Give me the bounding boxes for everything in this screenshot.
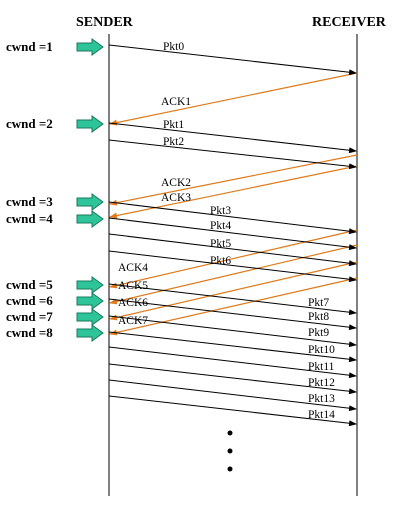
ack-label: ACK3	[161, 192, 191, 204]
ack-arrow	[109, 154, 358, 206]
packet-arrows: Pkt0Pkt1Pkt2Pkt3Pkt4Pkt5Pkt6Pkt7Pkt8Pkt9…	[108, 41, 357, 427]
ack-arrow	[109, 244, 358, 305]
cwnd-arrow-icon	[76, 324, 104, 342]
packet-arrow	[108, 331, 357, 363]
packet-arrow	[108, 363, 357, 395]
cwnd-label: cwnd =8	[6, 325, 53, 340]
ack-label: ACK1	[161, 96, 191, 108]
cwnd-label: cwnd =2	[6, 116, 53, 131]
continuation-dot	[227, 430, 233, 436]
packet-label: Pkt10	[308, 344, 335, 356]
sender-header: SENDER	[76, 15, 134, 30]
packet-label: Pkt4	[210, 220, 231, 232]
packet-label: Pkt0	[163, 41, 184, 53]
ack-label: ACK5	[118, 280, 148, 292]
ack-arrow	[109, 261, 358, 321]
ack-arrow	[109, 277, 358, 336]
ack-label: ACK7	[118, 315, 148, 327]
packet-label: Pkt12	[308, 377, 335, 389]
ack-arrow	[109, 229, 358, 289]
cwnd-arrow-icon	[76, 308, 104, 326]
cwnd-arrow-icon	[76, 210, 104, 228]
packet-arrow	[108, 139, 357, 170]
cwnd-arrow-icon	[76, 292, 104, 310]
packet-label: Pkt14	[308, 409, 335, 421]
ack-label: ACK2	[161, 177, 191, 189]
cwnd-arrow-icon	[76, 276, 104, 294]
packet-arrow	[108, 122, 357, 154]
packet-arrow	[108, 44, 357, 76]
cwnd-label: cwnd =7	[6, 309, 53, 324]
packet-arrow	[108, 298, 357, 331]
packet-arrow	[108, 283, 357, 316]
cwnd-label: cwnd =3	[6, 194, 53, 209]
continuation-dots	[227, 430, 233, 472]
packet-label: Pkt1	[163, 119, 184, 131]
packet-label: Pkt11	[308, 361, 335, 373]
continuation-dot	[227, 448, 233, 454]
cwnd-arrow-icon	[76, 38, 104, 56]
packet-label: Pkt8	[308, 311, 329, 323]
cwnd-arrow-icon	[76, 115, 104, 133]
ack-label: ACK4	[118, 262, 148, 274]
cwnd-label: cwnd =6	[6, 293, 53, 308]
cwnd-label: cwnd =1	[6, 39, 53, 54]
ack-arrow	[109, 72, 358, 126]
ack-label: ACK6	[118, 297, 148, 309]
packet-arrow	[108, 250, 357, 283]
packet-label: Pkt3	[210, 205, 231, 217]
packet-arrow	[108, 217, 357, 251]
packet-arrow	[108, 379, 357, 412]
ack-arrow	[109, 165, 358, 219]
packet-label: Pkt6	[210, 255, 231, 267]
packet-label: Pkt9	[308, 327, 329, 339]
packet-arrow	[108, 233, 357, 267]
cwnd-label: cwnd =5	[6, 277, 53, 292]
packet-label: Pkt5	[210, 238, 231, 250]
packet-label: Pkt13	[308, 393, 335, 405]
cwnd-label: cwnd =4	[6, 211, 53, 226]
packet-arrow	[108, 395, 357, 427]
packet-arrow	[108, 315, 357, 348]
packet-arrow	[108, 201, 357, 235]
receiver-header: RECEIVER	[312, 15, 387, 30]
continuation-dot	[227, 466, 233, 472]
packet-label: Pkt2	[163, 136, 184, 148]
cwnd-arrow-icon	[76, 193, 104, 211]
packet-label: Pkt7	[308, 297, 329, 309]
packet-arrow	[108, 346, 357, 379]
